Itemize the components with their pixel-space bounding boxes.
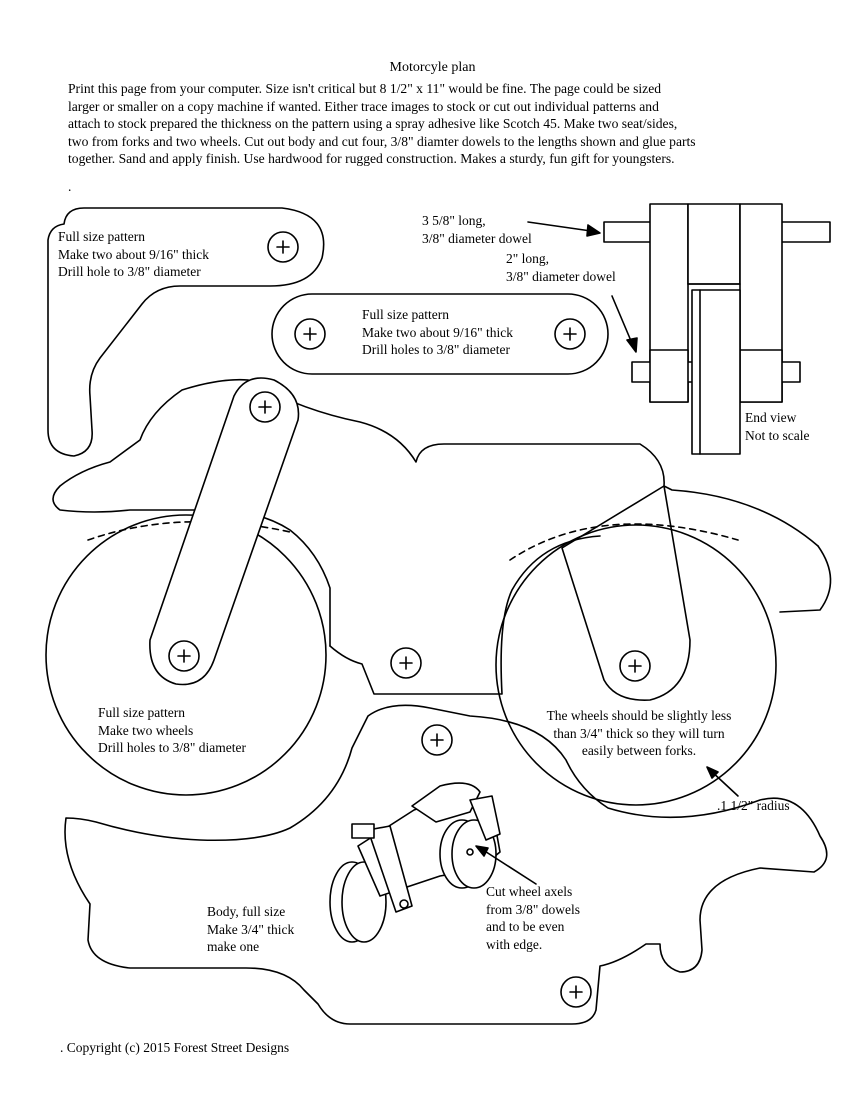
dowel-long-label: 3 5/8" long, 3/8" diameter dowel [422, 213, 532, 246]
radius-label: .1 1/2" radius [717, 798, 790, 813]
front-fork-arm [150, 378, 299, 685]
fork-hole-mark-left [295, 319, 325, 349]
wheel-right [496, 525, 776, 805]
body-fender-curve [780, 546, 831, 612]
fork-pattern [272, 294, 608, 374]
wheel-left [46, 515, 326, 795]
body-dashed-guide [88, 522, 290, 540]
seat-hole-mark [268, 232, 298, 262]
intro-line: Print this page from your computer. Size… [68, 81, 662, 96]
assembled-motorcycle-illustration [330, 783, 536, 942]
body-hole-mark-lower [422, 725, 452, 755]
axle-note: Cut wheel axels from 3/8" dowels and to … [486, 884, 580, 952]
intro-line: together. Sand and apply finish. Use har… [68, 151, 675, 167]
front-fork-top-hole [250, 392, 280, 422]
body-underside [330, 536, 600, 694]
intro-line: two from forks and two wheels. Cut out b… [68, 133, 696, 149]
rear-fork-arm [562, 486, 690, 700]
intro-line: attach to stock prepared the thickness o… [68, 116, 678, 132]
body-note: Body, full size Make 3/4" thick make one [207, 904, 295, 955]
end-view-diagram [604, 204, 830, 454]
seat-note: Full size pattern Make two about 9/16" t… [58, 229, 209, 280]
end-view-label: End view Not to scale [745, 410, 810, 443]
dowel-arrows [528, 222, 637, 352]
front-wheel-hole [169, 641, 199, 671]
rear-wheel-hole [620, 651, 650, 681]
wheel-fit-note: The wheels should be slightly less than … [546, 708, 732, 759]
dowel-short-label: 2" long, 3/8" diameter dowel [506, 251, 616, 284]
fork-note: Full size pattern Make two about 9/16" t… [362, 307, 513, 358]
body-hole-mark-bottom [561, 977, 591, 1007]
body-lower-pattern [65, 705, 827, 1024]
body-hole-mark-center [391, 648, 421, 678]
wheel-note: Full size pattern Make two wheels Drill … [98, 705, 246, 756]
page-title: Motorcyle plan [389, 60, 476, 75]
intro-line: larger or smaller on a copy machine if w… [68, 98, 659, 114]
body-dashed-guide-right [510, 524, 738, 560]
intro-instructions: Print this page from your computer. Size… [68, 80, 828, 168]
fork-hole-mark-right [555, 319, 585, 349]
radius-arrow [707, 767, 738, 796]
stray-dot: . [68, 179, 72, 194]
copyright: . Copyright (c) 2015 Forest Street Desig… [60, 1040, 290, 1055]
seat-side-pattern [48, 208, 324, 456]
